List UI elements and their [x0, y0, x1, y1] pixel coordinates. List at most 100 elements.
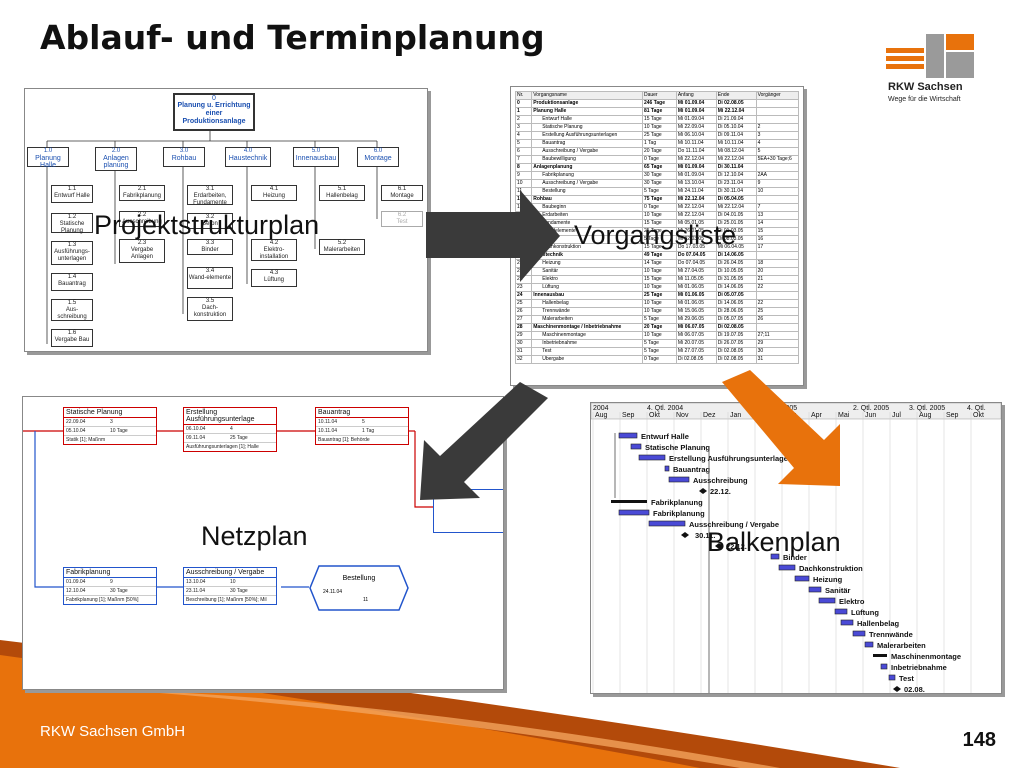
node-field: Fabrikplanung [1]; Maßnm [50%]: [66, 597, 139, 603]
psp-item-no: 4.2: [269, 240, 279, 246]
gantt-task-label: Fabrikplanung: [651, 498, 703, 507]
arrow-down-left-icon: [420, 382, 548, 500]
gantt-task-label: Maschinenmontage: [891, 652, 961, 661]
psp-item-no: 3.4: [205, 268, 215, 274]
gantt-task-label: Ausschreibung / Vergabe: [689, 520, 779, 529]
netzplan-connectors: [23, 430, 433, 588]
psp-branch-label: Planung Halle: [35, 155, 61, 169]
node-field: Bauantrag [1]; Behörde: [318, 437, 370, 443]
node-field: 12.10.04: [66, 588, 86, 594]
gantt-task-bar: [770, 553, 780, 560]
footer-company: RKW Sachsen GmbH: [40, 723, 186, 740]
psp-item-label: Statische Planung: [59, 221, 85, 234]
gantt-task-bar: [648, 520, 686, 527]
psp-item-no: 1.4: [67, 274, 77, 280]
gantt-milestone: [715, 543, 723, 549]
psp-item-label: Montage: [390, 193, 414, 199]
gantt-task-bar: [818, 597, 836, 604]
gantt-task-label: Ausschreibung: [693, 476, 748, 485]
table-cell: Übergabe: [531, 355, 643, 364]
gantt-task-label: 30.11.: [695, 531, 715, 540]
gantt-year-label: 3. Qtl. 2005: [909, 405, 945, 412]
gantt-task-label: Entwurf Halle: [641, 432, 689, 441]
node-field: Beschreibung [1]; Maßnm [50%]; Mil: [186, 597, 267, 603]
psp-item-no: 2.1: [137, 186, 147, 192]
gantt-task-bar: [880, 663, 888, 670]
node-field: 10.11.04: [318, 419, 338, 425]
gantt-task-bar: [778, 564, 796, 571]
gantt-month-label: Nov: [676, 412, 689, 419]
psp-item-label: Bauantrag: [58, 281, 86, 287]
gantt-task-bar: [864, 641, 874, 648]
gantt-task-label: Sanitär: [825, 586, 851, 595]
node-field: 10.11.04: [318, 428, 338, 434]
psp-panel: 0 Planung u. Errichtung einer Produktion…: [24, 88, 428, 352]
rkw-logo-icon: [886, 34, 974, 78]
logo-tagline: Wege für die Wirtschaft: [888, 96, 961, 103]
node-field: 22.09.04: [66, 419, 86, 425]
page-title: Ablauf- und Terminplanung: [40, 18, 545, 57]
node-field: 25 Tage: [230, 435, 248, 441]
gantt-task-label: Lüftung: [851, 608, 879, 617]
psp-item-no: 5.1: [337, 186, 347, 192]
psp-branch: 3.0 Rohbau: [163, 147, 205, 167]
gantt-task-label: Bauantrag: [673, 465, 711, 474]
gantt-task-label: Test: [899, 674, 914, 683]
gantt-year-label: 4. Qtl.: [967, 405, 986, 412]
gantt-task-label: Erstellung Ausführungsunterlagen: [669, 454, 793, 463]
psp-branch-label: Montage: [364, 155, 392, 162]
psp-item-no: 5.2: [337, 240, 347, 246]
gantt-milestone: [893, 686, 901, 692]
node-field: 09.11.04: [186, 435, 206, 441]
gantt-task-label: Inbetriebnahme: [891, 663, 947, 672]
psp-item-label: Binder: [201, 247, 219, 253]
psp-branch: 1.0 Planung Halle: [27, 147, 69, 169]
gantt-task-bar: [808, 586, 822, 593]
table-cell: 31: [755, 355, 800, 364]
gantt-month-label: Jun: [865, 412, 876, 419]
psp-branch-no: 5.0: [311, 148, 321, 154]
node-field: 05.10.04: [66, 428, 86, 434]
page-number: 148: [962, 729, 996, 751]
psp-branch-label: Haustechnik: [228, 155, 268, 162]
psp-branch-no: 2.0: [111, 148, 121, 154]
psp-item-label: Erdarbeiten, Fundamente: [193, 193, 227, 206]
netzplan-label: Netzplan: [201, 521, 308, 551]
node-field: 9: [110, 579, 113, 585]
psp-item-label: Test: [396, 219, 408, 225]
gantt-task-bar: [668, 476, 690, 483]
node-field: 24.11.04: [323, 589, 343, 595]
gantt-task-bar: [888, 674, 896, 681]
psp-item-label: Elektro-installation: [259, 247, 289, 260]
gantt-task-bar: [618, 509, 650, 516]
psp-item-label: Heizung: [262, 193, 285, 199]
node-field: 10: [230, 579, 236, 585]
node-field: Bauantrag: [316, 408, 408, 418]
psp-item-no: 3.2: [205, 214, 215, 220]
gantt-task-bar: [638, 454, 666, 461]
psp-item-label: Vergabe Bau: [54, 337, 90, 343]
gantt-month-label: Jul: [892, 412, 901, 419]
psp-branch: 6.0 Montage: [357, 147, 399, 167]
node-field: 01.09.04: [66, 579, 86, 585]
gantt-task-label: Dachkonstruktion: [799, 564, 863, 573]
gantt-month-label: Apr: [811, 412, 823, 419]
psp-item-no: 6.1: [397, 186, 407, 192]
